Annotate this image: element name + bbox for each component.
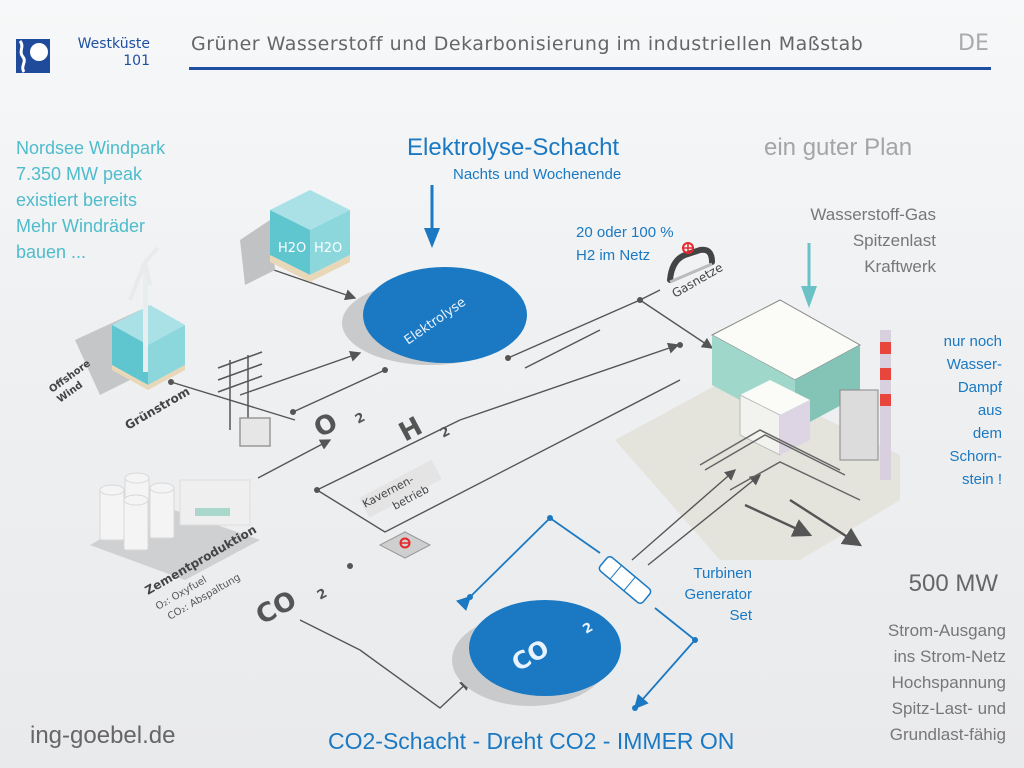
brand-line-1: Westküste: [77, 36, 150, 52]
water-label-1: H2O: [278, 241, 306, 256]
h2-grid-line: 20 oder 100 %: [576, 224, 674, 241]
steam-line: Schorn-: [949, 448, 1002, 465]
connection-lines: [170, 267, 863, 709]
line-to-gasnetze: [639, 289, 661, 301]
windpark-line: bauen ...: [16, 242, 87, 262]
line-wind-to-grid: [170, 381, 296, 421]
line-co2-to-disc: [359, 649, 472, 709]
turbine-generator-icon: [598, 555, 652, 605]
water-label-2: H2O: [314, 241, 342, 256]
brand-label: Westküste 101: [60, 36, 150, 70]
line-power-out-1: [744, 503, 813, 537]
power-pylon-icon: [217, 351, 271, 447]
power-detail-line: Hochspannung: [891, 673, 1006, 692]
electrolysis-subtitle: Nachts und Wochenende: [453, 166, 622, 183]
line-turbine-1: [631, 469, 737, 561]
water-cube-icon: H2O H2O: [240, 190, 350, 285]
steam-line: aus: [977, 402, 1002, 419]
language-label: DE: [958, 31, 989, 56]
steam-line: Dampf: [957, 379, 1002, 396]
gas-plant-down-arrow: [801, 243, 817, 308]
power-output-value: 500 MW: [908, 570, 998, 597]
power-output-details: Strom-Ausgang ins Strom-Netz Hochspannun…: [888, 618, 1006, 748]
co2-subscript: 2: [315, 586, 330, 603]
offshore-wind-icon: [75, 246, 185, 395]
windpark-line: Mehr Windräder: [16, 216, 146, 236]
line-o2-to-cement: [257, 439, 332, 479]
power-detail-line: ins Strom-Netz: [893, 647, 1006, 666]
power-detail-line: Strom-Ausgang: [887, 621, 1006, 640]
steam-line: dem: [972, 425, 1002, 442]
h2-label: H: [394, 411, 427, 448]
line-kaverne-loop: [316, 379, 681, 533]
steam-line: Wasser-: [946, 356, 1002, 373]
title-underline: [189, 67, 991, 70]
power-detail-line: Grundlast-fähig: [889, 725, 1006, 744]
line-water-to-electrolysis: [267, 267, 357, 301]
power-plant-ground: [615, 375, 900, 560]
kaverne-valve-icon: [378, 531, 432, 559]
electrolysis-down-arrow: [424, 185, 440, 248]
line-h2-lower: [524, 329, 601, 369]
co2-label: CO: [251, 585, 301, 631]
gas-valve-icon: [682, 242, 694, 254]
line-h2-to-junction: [459, 342, 680, 421]
line-h2-to-plant: [639, 299, 714, 349]
line-grid-to-electrolysis: [239, 350, 362, 396]
electrolysis-title: Elektrolyse-Schacht: [407, 134, 620, 161]
connection-nodes: [168, 297, 683, 569]
gasnetze-label: Gasnetze: [670, 260, 726, 300]
line-o2-top: [292, 369, 386, 413]
h2-subscript: 2: [438, 424, 453, 441]
gruenstrom-label: Grünstrom: [123, 384, 193, 432]
steam-line: stein !: [961, 471, 1002, 488]
co2-loop-nodes: [467, 515, 698, 711]
line-turbine-2: [647, 474, 762, 566]
line-co2-down: [299, 619, 361, 651]
gas-plant-line: Wasserstoff-Gas: [810, 205, 936, 224]
windpark-note: Nordsee Windpark 7.350 MW peak existiert…: [16, 135, 165, 265]
o2-subscript: 2: [353, 410, 368, 427]
steam-note: nur noch Wasser- Dampf aus dem Schorn- s…: [944, 330, 1002, 491]
gas-plant-note: Wasserstoff-Gas Spitzenlast Kraftwerk: [810, 202, 936, 280]
power-plant-icon: [699, 299, 891, 501]
gas-plant-line: Kraftwerk: [864, 257, 936, 276]
h2-grid-note: 20 oder 100 % H2 im Netz: [576, 221, 674, 267]
turbine-line: Generator: [684, 586, 752, 603]
o2-label: O: [309, 407, 343, 444]
cement-plant-icon: [90, 472, 260, 580]
brand-line-2: 101: [123, 53, 150, 69]
line-kaverne-top: [316, 419, 461, 491]
electrolysis-disc: [363, 267, 527, 363]
westkueste-logo-icon: [16, 39, 50, 73]
steam-line: nur noch: [943, 333, 1002, 350]
h2-grid-line: H2 im Netz: [576, 247, 651, 264]
plan-label: ein guter Plan: [764, 134, 913, 161]
windpark-line: Nordsee Windpark: [16, 138, 166, 158]
co2-shaft-title: CO2-Schacht - Dreht CO2 - IMMER ON: [328, 728, 735, 754]
power-detail-line: Spitz-Last- und: [891, 699, 1006, 718]
co2-disc: [469, 600, 621, 696]
turbine-line: Turbinen: [693, 565, 752, 582]
windpark-line: 7.350 MW peak: [16, 164, 143, 184]
windpark-line: existiert bereits: [16, 190, 138, 210]
turbine-line: Set: [729, 607, 752, 624]
gas-plant-line: Spitzenlast: [852, 231, 936, 250]
page-title: Grüner Wasserstoff und Dekarbonisierung …: [191, 33, 864, 55]
gas-pipe-icon: [667, 246, 715, 284]
website-label: ing-goebel.de: [30, 722, 176, 749]
kaverne-label-box: [359, 459, 442, 518]
line-power-out-2: [789, 498, 863, 547]
line-h2-top: [507, 299, 641, 359]
turbine-note: Turbinen Generator Set: [684, 563, 752, 626]
